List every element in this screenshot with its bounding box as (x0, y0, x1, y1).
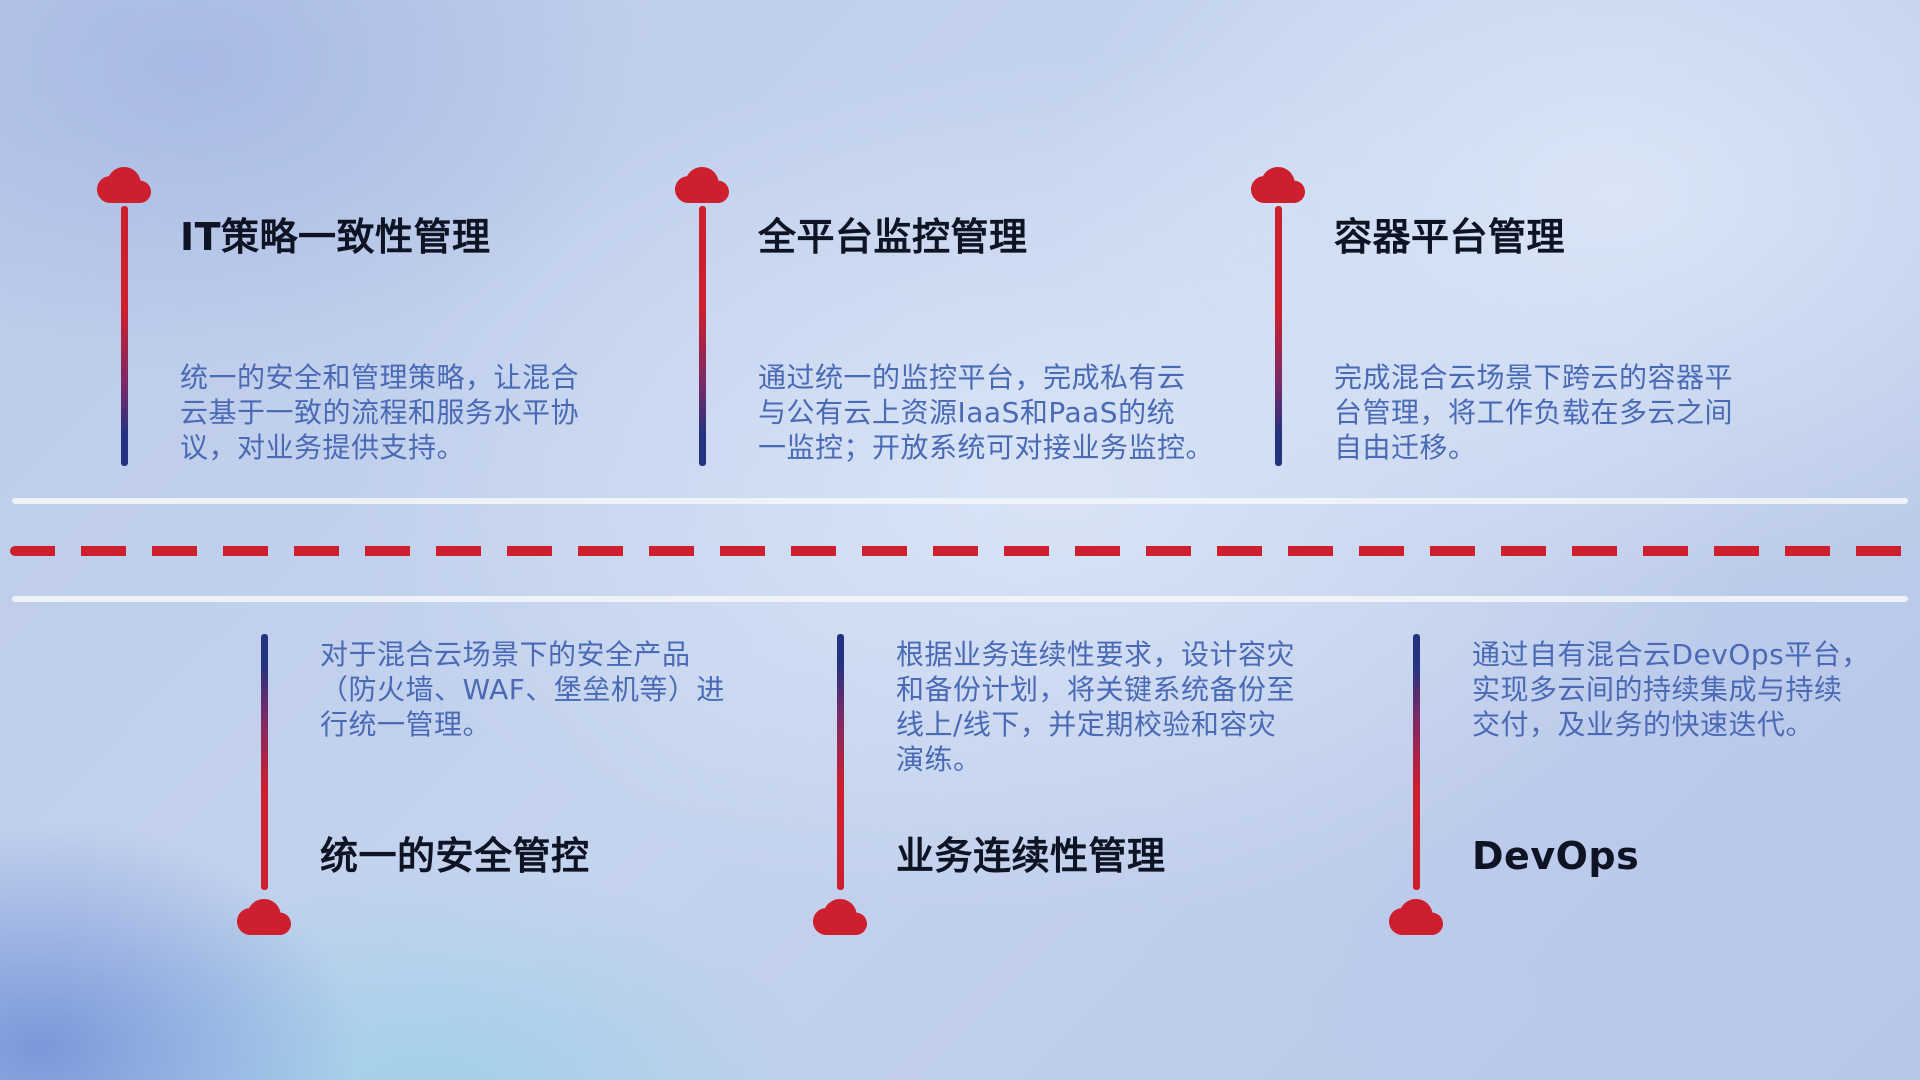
capability-description: 完成混合云场景下跨云的容器平 台管理，将工作负载在多云之间 自由迁移。 (1334, 361, 1734, 464)
capability-title: 全平台监控管理 (758, 215, 1028, 259)
timeline-dashed-line (10, 546, 1910, 556)
cloud-icon (1251, 166, 1305, 204)
capability-title: 容器平台管理 (1334, 215, 1566, 259)
cloud-icon (97, 166, 151, 204)
capability-description: 对于混合云场景下的安全产品 （防火墙、WAF、堡垒机等）进 行统一管理。 (320, 638, 725, 741)
timeline-rail-top (12, 498, 1908, 504)
capability-description: 根据业务连续性要求，设计容灾 和备份计划，将关键系统备份至 线上/线下，并定期校… (896, 638, 1296, 776)
connector-line (260, 634, 268, 890)
timeline-rail-bottom (12, 596, 1908, 602)
cloud-icon (237, 898, 291, 936)
connector-line (1412, 634, 1420, 890)
capability-description: 统一的安全和管理策略，让混合 云基于一致的流程和服务水平协 议，对业务提供支持。 (180, 361, 580, 464)
connector-line (120, 206, 128, 466)
capability-description: 通过统一的监控平台，完成私有云 与公有云上资源IaaS和PaaS的统 一监控；开… (758, 361, 1215, 464)
cloud-icon (813, 898, 867, 936)
capability-description: 通过自有混合云DevOps平台， 实现多云间的持续集成与持续 交付，及业务的快速… (1472, 638, 1870, 741)
connector-line (836, 634, 844, 890)
capability-title: IT策略一致性管理 (180, 215, 491, 259)
capability-title: 统一的安全管控 (320, 834, 590, 878)
capability-title: 业务连续性管理 (896, 834, 1166, 878)
connector-line (698, 206, 706, 466)
cloud-icon (675, 166, 729, 204)
connector-line (1274, 206, 1282, 466)
cloud-icon (1389, 898, 1443, 936)
capability-title: DevOps (1472, 834, 1640, 878)
